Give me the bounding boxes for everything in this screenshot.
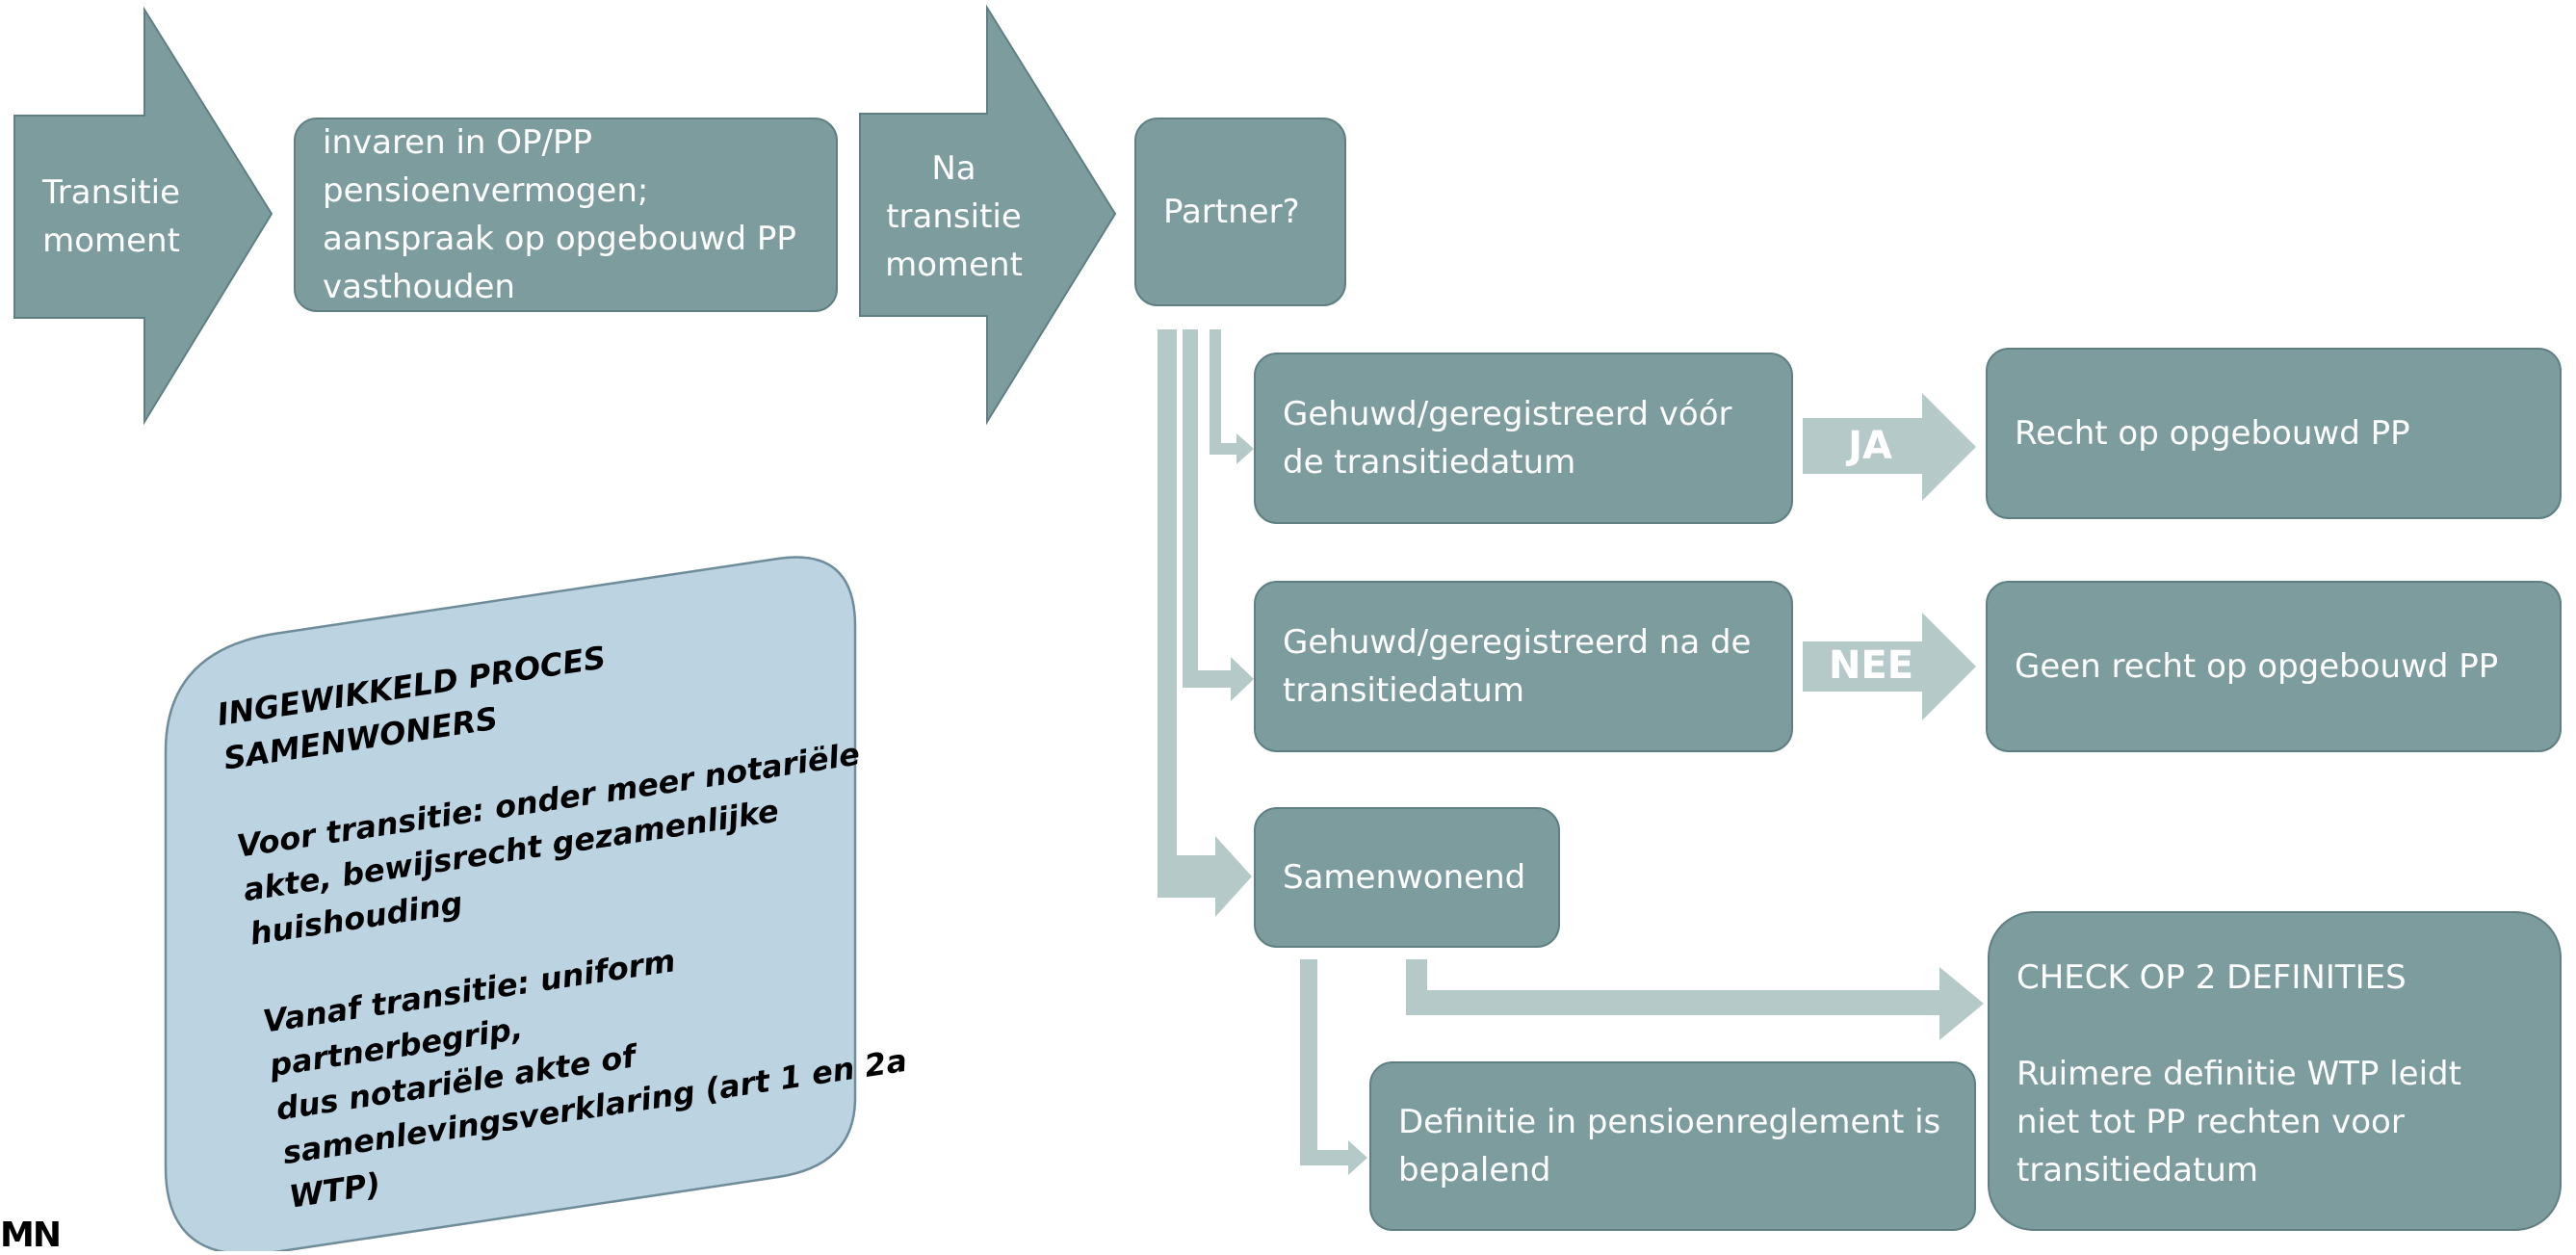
box-samenwonend-text: Samenwonend [1283,858,1526,897]
box-samenwonend: Samenwonend [1254,807,1560,948]
ja-label: JA [1848,424,1892,468]
box-geen-recht: Geen recht op opgebouwd PP [1986,581,2562,752]
arrow-transitie-moment [13,6,273,426]
box-gehuwd-voor: Gehuwd/geregistreerd vóór de transitieda… [1254,353,1793,524]
connector-samenwonend-definitie [1300,959,1367,1175]
connector-samenwonend-check [1406,959,1984,1040]
box-definitie: Definitie in pensioenreglement is bepale… [1369,1061,1976,1231]
box-invaren: invaren in OP/PP pensioenvermogen; aansp… [294,118,838,312]
box-check-content: CHECK OP 2 DEFINITIES Ruimere definitie … [2017,954,2533,1194]
check-title: CHECK OP 2 DEFINITIES [2017,958,2407,997]
arrow2-label: Na transitie moment [885,149,1023,284]
arrow-na-transitie-moment [859,4,1117,426]
box-gehuwd-na: Gehuwd/geregistreerd na de transitiedatu… [1254,581,1793,752]
box-check: CHECK OP 2 DEFINITIES Ruimere definitie … [1988,911,2562,1231]
note-text: INGEWIKKELD PROCES SAMENWONERS Voor tran… [210,567,941,1218]
box-geen-recht-text: Geen recht op opgebouwd PP [2015,647,2499,686]
box-gehuwd-na-text: Gehuwd/geregistreerd na de transitiedatu… [1283,623,1752,710]
box-recht-text: Recht op opgebouwd PP [2015,414,2410,453]
box-partner: Partner? [1134,118,1346,306]
box-partner-text: Partner? [1163,193,1300,231]
box-gehuwd-voor-text: Gehuwd/geregistreerd vóór de transitieda… [1283,395,1732,482]
arrow-nee [1803,613,1976,720]
arrow-ja [1803,393,1976,501]
note-shape [164,556,857,1251]
box-definitie-text: Definitie in pensioenreglement is bepale… [1398,1103,1941,1190]
box-invaren-text: invaren in OP/PP pensioenvermogen; aansp… [323,123,796,306]
check-body: Ruimere definitie WTP leidt niet tot PP … [2017,1055,2461,1190]
connector-trunk [1158,329,1254,917]
box-recht: Recht op opgebouwd PP [1986,348,2562,519]
arrow1-label: Transitie moment [42,173,180,260]
nee-label: NEE [1828,643,1914,688]
brand-logo: MN [0,1216,62,1255]
